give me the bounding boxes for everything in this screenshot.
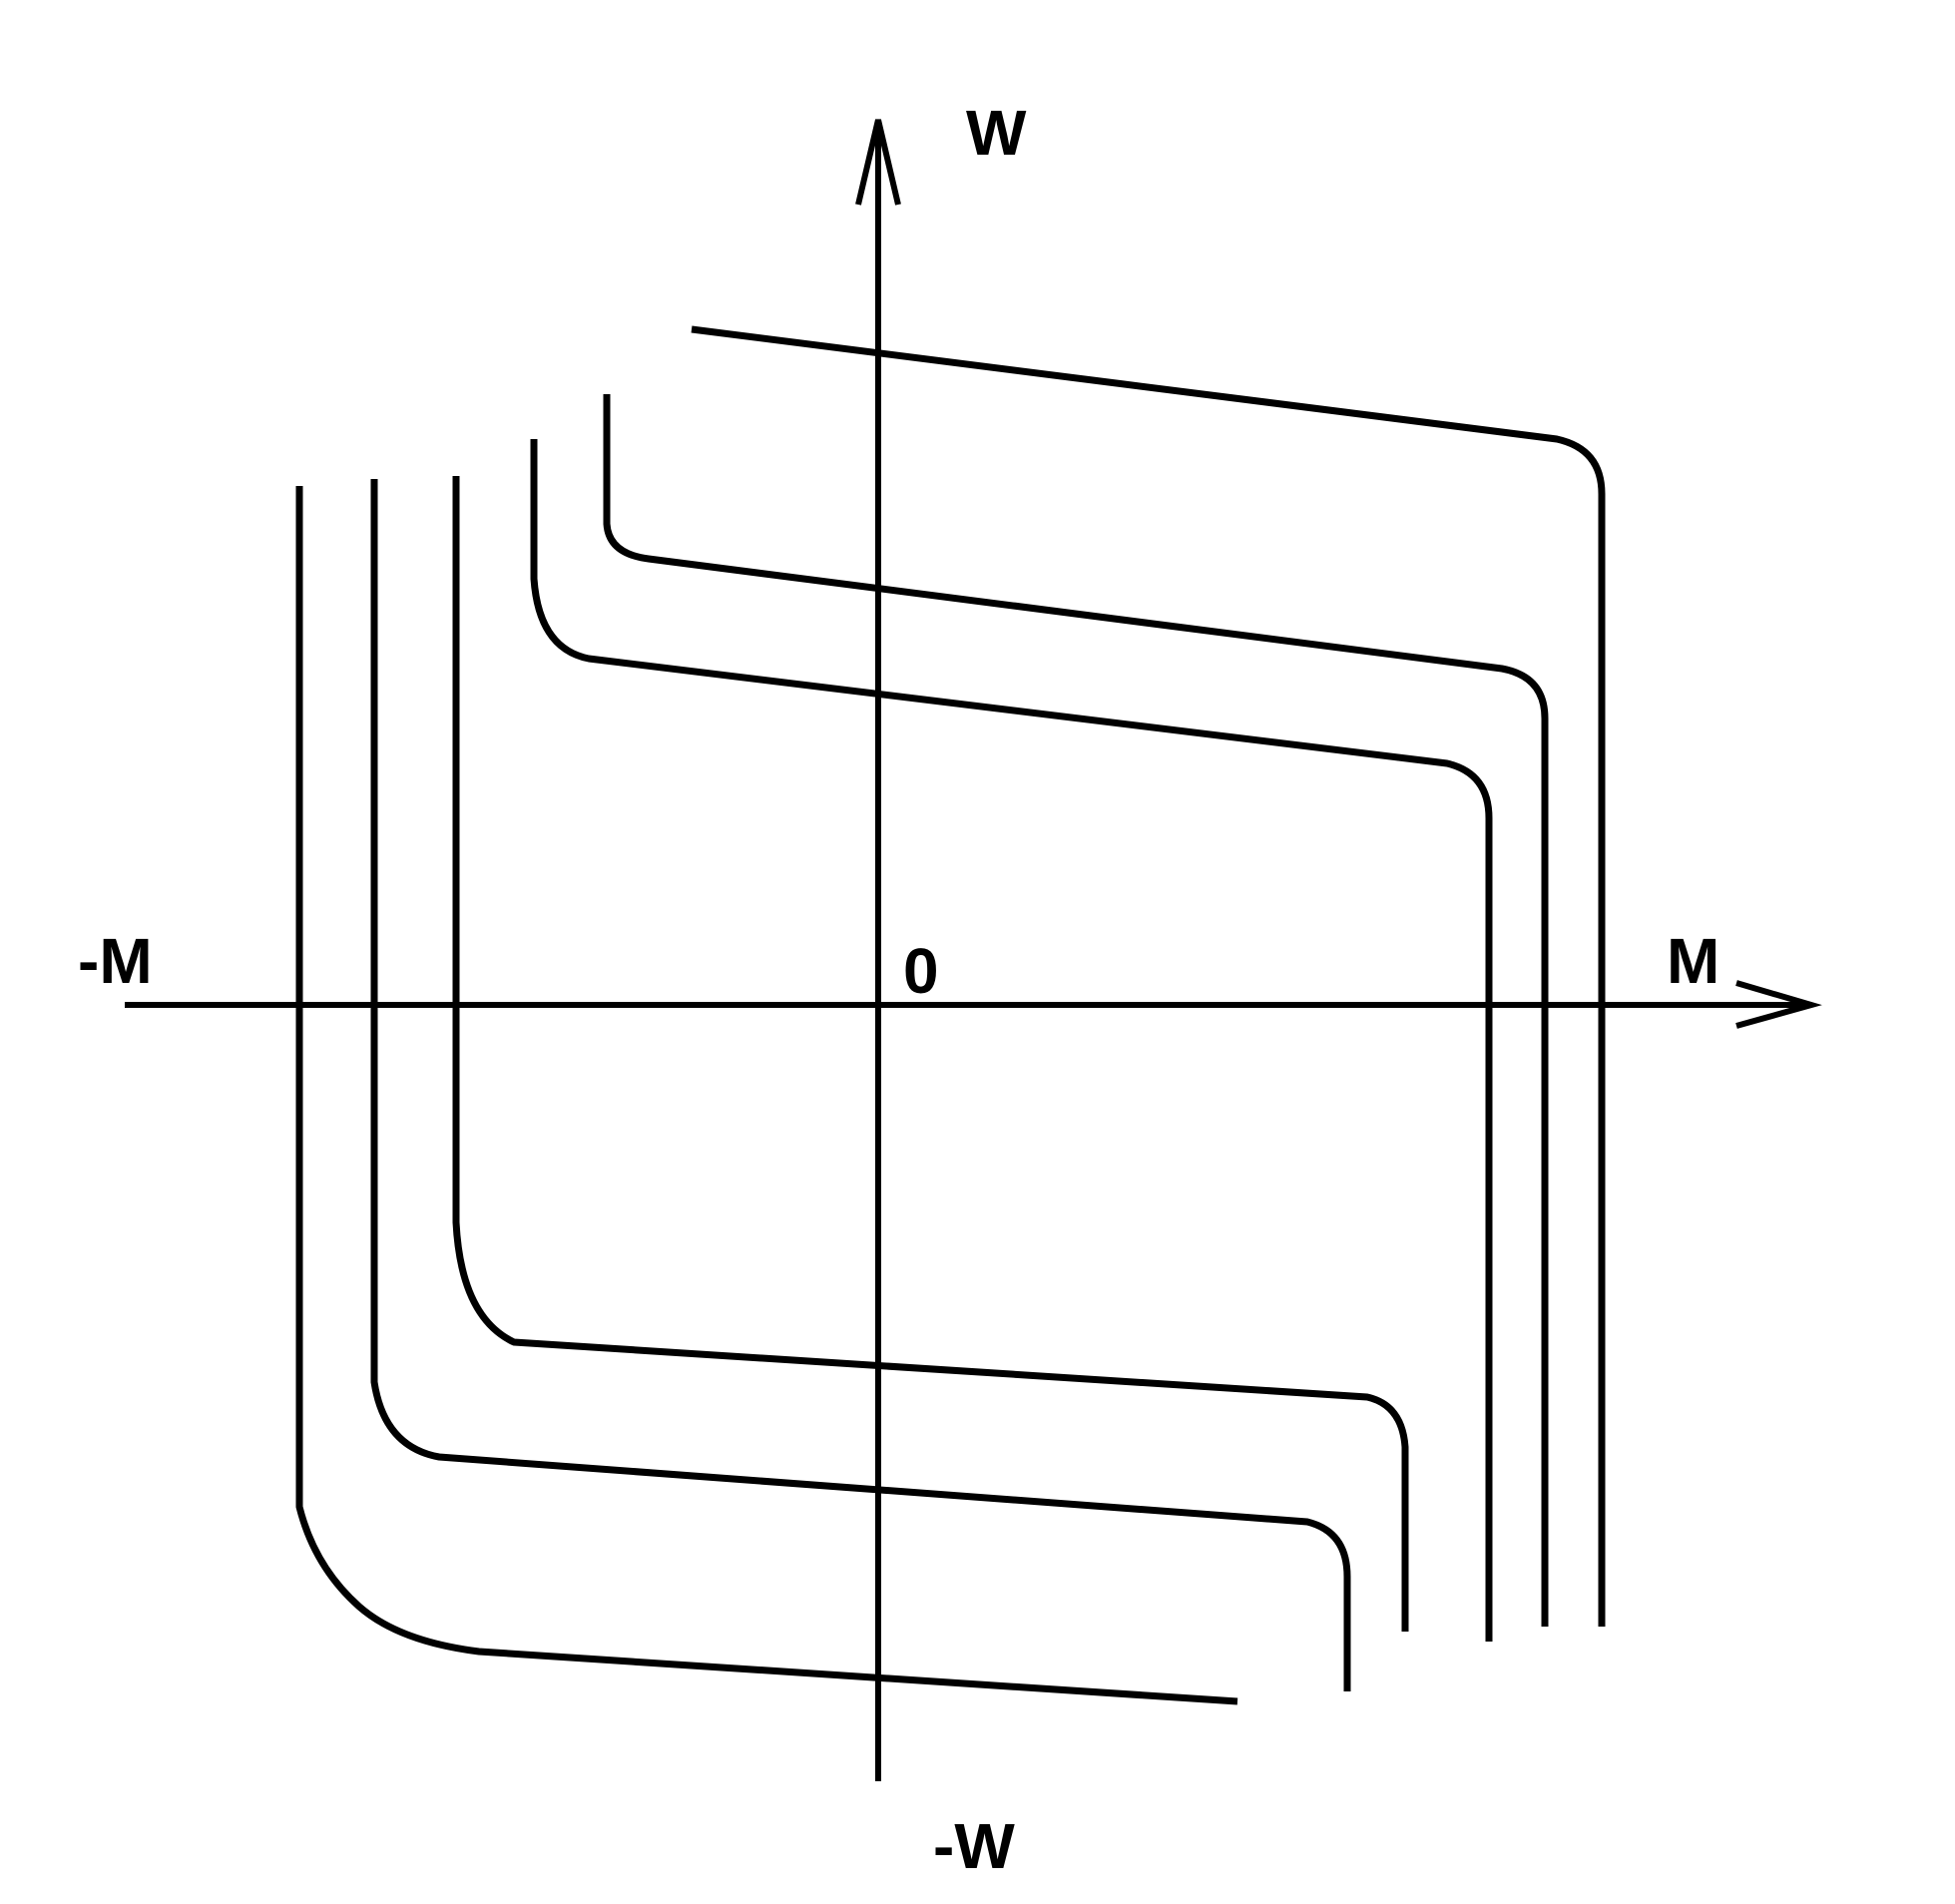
x-axis-negative-label: -M bbox=[78, 925, 153, 997]
lower-curve-inner bbox=[452, 476, 1409, 1632]
y-axis-negative-label: -W bbox=[933, 1810, 1015, 1882]
y-axis-positive-label: W bbox=[966, 97, 1027, 169]
lower-curve-outer bbox=[295, 486, 1238, 1705]
upper-curve-inner bbox=[530, 439, 1493, 1642]
origin-label: 0 bbox=[903, 935, 939, 1007]
y-axis-arrowhead bbox=[855, 119, 901, 206]
upper-curve-family bbox=[530, 325, 1606, 1642]
x-axis-arrowhead bbox=[1735, 980, 1822, 1029]
upper-curve-outer bbox=[691, 325, 1606, 1627]
axes bbox=[125, 119, 1822, 1781]
lower-curve-middle bbox=[370, 479, 1351, 1691]
lower-curve-family bbox=[295, 476, 1409, 1705]
upper-curve-middle bbox=[603, 394, 1549, 1627]
x-axis-positive-label: M bbox=[1667, 925, 1719, 997]
